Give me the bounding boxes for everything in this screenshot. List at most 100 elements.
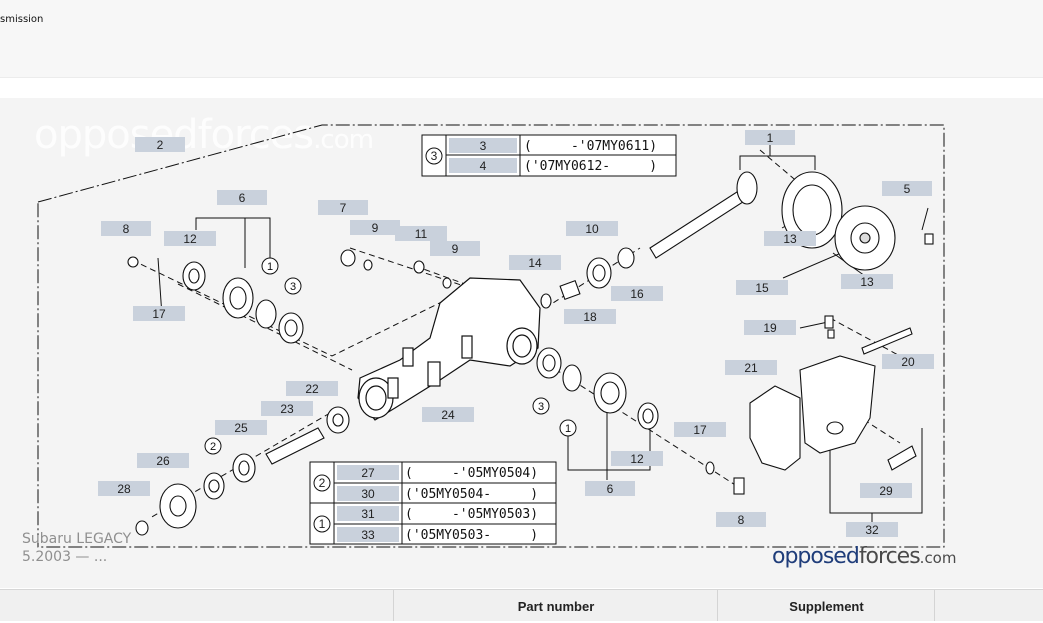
- breadcrumb[interactable]: smission: [0, 14, 44, 25]
- callout-box[interactable]: [716, 512, 766, 527]
- callout-box[interactable]: [841, 274, 893, 289]
- callout-box[interactable]: [846, 522, 898, 537]
- callout-box[interactable]: [882, 354, 934, 369]
- callout-box[interactable]: [744, 320, 796, 335]
- callout-22[interactable]: 22: [305, 382, 319, 396]
- svg-text:( -'05MY0504): ( -'05MY0504): [405, 466, 538, 481]
- callout-2[interactable]: 2: [157, 138, 164, 152]
- column-header-extra: [934, 590, 1043, 621]
- svg-text:3: 3: [431, 149, 438, 163]
- svg-text:('07MY0612- ): ('07MY0612- ): [524, 159, 657, 174]
- callout-20[interactable]: 20: [901, 355, 915, 369]
- callout-15[interactable]: 15: [755, 281, 769, 295]
- callout-32[interactable]: 32: [865, 523, 879, 537]
- callout-box[interactable]: [135, 137, 185, 152]
- callout-28[interactable]: 28: [117, 482, 131, 496]
- callout-5[interactable]: 5: [904, 182, 911, 196]
- callout-12[interactable]: 12: [630, 452, 644, 466]
- callout-7[interactable]: 7: [340, 201, 347, 215]
- callout-box[interactable]: [318, 200, 368, 215]
- version-table-1-2: 2 1 27 30 31 33 ( -'05MY0504) ('05MY0504…: [309, 461, 557, 545]
- callout-box[interactable]: [286, 381, 338, 396]
- diagram-drawing: 1 3 2 3 1 125667889910111212131314151617…: [37, 124, 945, 548]
- callout-box[interactable]: [509, 255, 561, 270]
- callout-box[interactable]: [261, 401, 313, 416]
- svg-text:1: 1: [319, 517, 326, 531]
- callout-8[interactable]: 8: [123, 222, 130, 236]
- callout-29[interactable]: 29: [879, 484, 893, 498]
- callout-30[interactable]: 30: [361, 487, 375, 501]
- callout-box[interactable]: [736, 280, 788, 295]
- callout-19[interactable]: 19: [763, 321, 777, 335]
- callout-27[interactable]: 27: [361, 466, 375, 480]
- svg-text:1: 1: [565, 423, 571, 435]
- svg-text:( -'07MY0611): ( -'07MY0611): [524, 139, 657, 154]
- callout-box[interactable]: [430, 241, 480, 256]
- callout-box[interactable]: [611, 286, 663, 301]
- callout-box[interactable]: [133, 306, 185, 321]
- parts-table-header: Part number Supplement: [0, 589, 1043, 621]
- callout-box[interactable]: [745, 130, 795, 145]
- callout-13[interactable]: 13: [860, 275, 874, 289]
- column-header-part-number[interactable]: Part number: [393, 590, 718, 621]
- svg-text:2: 2: [319, 476, 326, 490]
- column-header-supplement[interactable]: Supplement: [717, 590, 935, 621]
- callout-13[interactable]: 13: [783, 232, 797, 246]
- callout-4[interactable]: 4: [480, 159, 487, 173]
- callout-16[interactable]: 16: [630, 287, 644, 301]
- callout-box[interactable]: [101, 221, 151, 236]
- top-bar: smission: [0, 0, 1043, 78]
- callout-box[interactable]: [217, 190, 267, 205]
- callout-box[interactable]: [350, 220, 400, 235]
- callout-9[interactable]: 9: [372, 221, 379, 235]
- callout-9[interactable]: 9: [452, 242, 459, 256]
- callout-33[interactable]: 33: [361, 528, 375, 542]
- callout-box[interactable]: [422, 407, 474, 422]
- callout-box[interactable]: [215, 420, 267, 435]
- callout-14[interactable]: 14: [528, 256, 542, 270]
- svg-text:1: 1: [267, 261, 273, 273]
- callout-box[interactable]: [395, 226, 447, 241]
- callout-box[interactable]: [564, 309, 616, 324]
- callout-box[interactable]: [764, 231, 816, 246]
- callout-box[interactable]: [164, 231, 216, 246]
- brand-logo: opposedforces.com: [772, 544, 957, 569]
- svg-text:2: 2: [210, 441, 216, 453]
- callout-box[interactable]: [98, 481, 150, 496]
- callout-6[interactable]: 6: [239, 191, 246, 205]
- svg-text:3: 3: [538, 401, 544, 413]
- callout-box[interactable]: [674, 422, 726, 437]
- callout-11[interactable]: 11: [415, 227, 428, 241]
- callout-17[interactable]: 17: [152, 307, 166, 321]
- callout-12[interactable]: 12: [183, 232, 197, 246]
- callout-6[interactable]: 6: [607, 482, 614, 496]
- version-table-3: 3 3 4 ( -'07MY0611) ('07MY0612- ): [421, 134, 677, 177]
- svg-text:('05MY0503- ): ('05MY0503- ): [405, 528, 538, 543]
- callout-8[interactable]: 8: [738, 513, 745, 527]
- callout-10[interactable]: 10: [585, 222, 599, 236]
- callout-24[interactable]: 24: [441, 408, 455, 422]
- callout-box[interactable]: [882, 181, 932, 196]
- model-name: Subaru LEGACY: [22, 531, 132, 547]
- parts-diagram[interactable]: opposedforces.com: [0, 98, 1043, 588]
- model-caption: Subaru LEGACY 5.2003 — ...: [22, 530, 131, 566]
- callout-31[interactable]: 31: [361, 507, 375, 521]
- callout-box[interactable]: [566, 221, 618, 236]
- callout-box[interactable]: [585, 481, 635, 496]
- svg-text:( -'05MY0503): ( -'05MY0503): [405, 507, 538, 522]
- callout-box[interactable]: [725, 360, 777, 375]
- callout-18[interactable]: 18: [583, 310, 597, 324]
- callout-3[interactable]: 3: [480, 139, 487, 153]
- callout-23[interactable]: 23: [280, 402, 294, 416]
- callout-box[interactable]: [611, 451, 663, 466]
- svg-text:('05MY0504- ): ('05MY0504- ): [405, 487, 538, 502]
- callout-25[interactable]: 25: [234, 421, 248, 435]
- model-period: 5.2003 — ...: [22, 549, 108, 565]
- callout-box[interactable]: [137, 453, 189, 468]
- callout-26[interactable]: 26: [156, 454, 170, 468]
- callout-17[interactable]: 17: [693, 423, 707, 437]
- callout-box[interactable]: [860, 483, 912, 498]
- callout-21[interactable]: 21: [744, 361, 758, 375]
- callout-1[interactable]: 1: [767, 131, 774, 145]
- svg-text:3: 3: [290, 281, 296, 293]
